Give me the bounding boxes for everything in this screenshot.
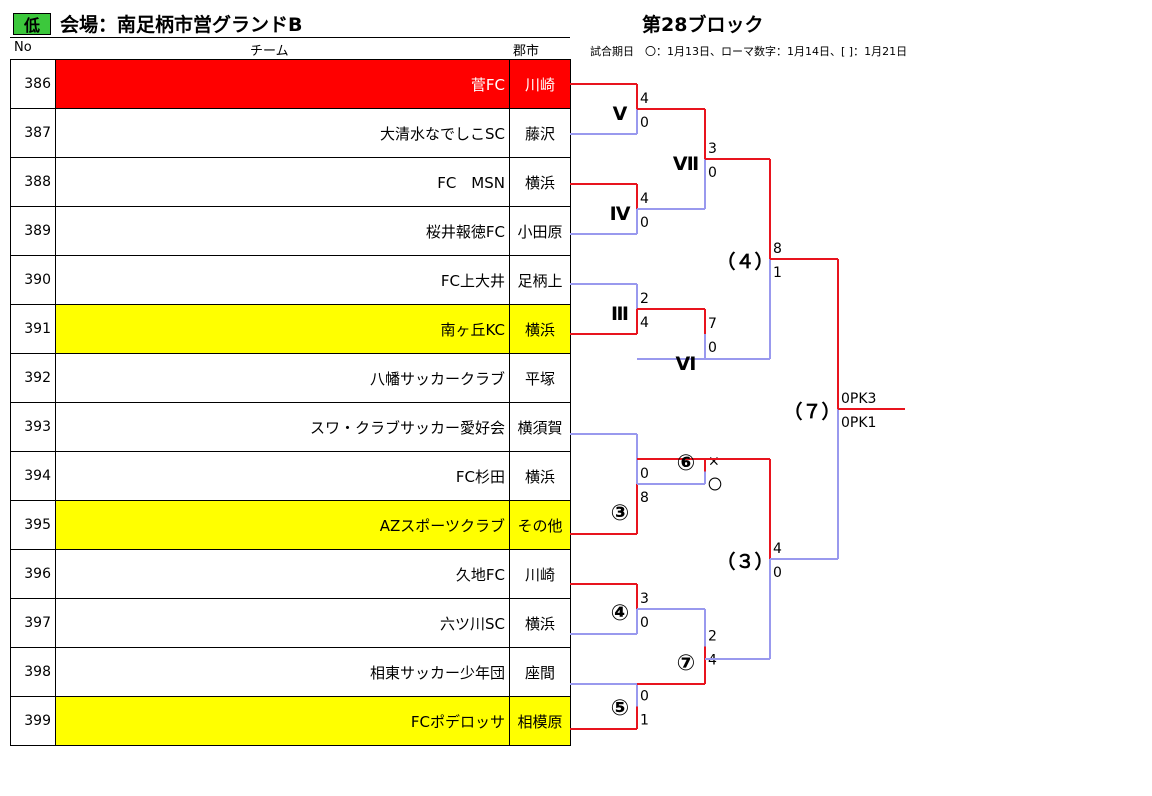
score-bottom: 0 xyxy=(640,215,649,231)
team-city: 横浜 xyxy=(509,451,571,501)
team-number: 399 xyxy=(10,696,56,746)
title-underline xyxy=(10,37,570,38)
score-top: 0PK3 xyxy=(841,391,876,407)
team-number: 394 xyxy=(10,451,56,501)
score-bottom: 0 xyxy=(708,340,717,356)
match-label: Ⅳ xyxy=(610,203,631,225)
match-label: ④ xyxy=(611,601,630,626)
team-city: 小田原 xyxy=(509,206,571,256)
score-top: 7 xyxy=(708,316,717,332)
team-number: 393 xyxy=(10,402,56,452)
team-number: 387 xyxy=(10,108,56,158)
score-bottom: 8 xyxy=(640,490,649,506)
match-label: （７） xyxy=(783,400,840,423)
score-top: 2 xyxy=(708,629,717,645)
score-top: 4 xyxy=(640,91,649,107)
score-top: 4 xyxy=(773,541,782,557)
match-label: ③ xyxy=(611,501,630,526)
team-number: 392 xyxy=(10,353,56,403)
score-bottom: 0PK1 xyxy=(841,415,876,431)
match-label: Ⅵ xyxy=(676,353,697,375)
score-bottom: 1 xyxy=(773,265,782,281)
team-name: スワ・クラブサッカー愛好会 xyxy=(55,402,510,452)
match-label: Ⅴ xyxy=(613,103,628,125)
team-city: 横須賀 xyxy=(509,402,571,452)
score-top: 3 xyxy=(708,141,717,157)
match-label: （４） xyxy=(716,250,773,273)
team-name: FC MSN xyxy=(55,157,510,207)
score-bottom: 〇 xyxy=(708,478,722,494)
column-header-no: No xyxy=(14,40,32,55)
team-name: 六ツ川SC xyxy=(55,598,510,648)
team-name: 菅FC xyxy=(55,59,510,109)
score-bottom: 1 xyxy=(640,713,649,729)
team-number: 397 xyxy=(10,598,56,648)
team-city: 藤沢 xyxy=(509,108,571,158)
match-label: （３） xyxy=(716,550,773,573)
score-top: 2 xyxy=(640,291,649,307)
match-label: ⑤ xyxy=(611,696,630,721)
score-top: 0 xyxy=(640,466,649,482)
team-city: その他 xyxy=(509,500,571,550)
team-city: 横浜 xyxy=(509,598,571,648)
team-name: FCポデロッサ xyxy=(55,696,510,746)
score-bottom: 4 xyxy=(640,315,649,331)
match-label: Ⅲ xyxy=(611,303,629,325)
column-header-city: 郡市 xyxy=(513,44,540,59)
team-number: 388 xyxy=(10,157,56,207)
score-bottom: 0 xyxy=(640,615,649,631)
block-title: 第28ブロック xyxy=(642,14,764,36)
score-top: × xyxy=(708,454,720,470)
score-top: 4 xyxy=(640,191,649,207)
score-bottom: 0 xyxy=(773,565,782,581)
match-label: ⑥ xyxy=(677,451,696,476)
team-number: 386 xyxy=(10,59,56,109)
column-header-team: チーム xyxy=(250,44,289,59)
team-name: FC上大井 xyxy=(55,255,510,305)
level-badge: 低 xyxy=(13,13,51,35)
score-bottom: 4 xyxy=(708,653,717,669)
score-bottom: 0 xyxy=(640,115,649,131)
team-city: 足柄上 xyxy=(509,255,571,305)
match-date-note: 試合期日 〇：1月13日、ローマ数字：1月14日、[ ]：1月21日 xyxy=(590,45,908,58)
team-city: 横浜 xyxy=(509,157,571,207)
match-label: Ⅶ xyxy=(673,153,699,175)
team-city: 座間 xyxy=(509,647,571,697)
team-number: 389 xyxy=(10,206,56,256)
team-number: 390 xyxy=(10,255,56,305)
team-city: 相模原 xyxy=(509,696,571,746)
team-name: 南ヶ丘KC xyxy=(55,304,510,354)
score-bottom: 0 xyxy=(708,165,717,181)
team-name: 桜井報徳FC xyxy=(55,206,510,256)
team-city: 横浜 xyxy=(509,304,571,354)
team-name: AZスポーツクラブ xyxy=(55,500,510,550)
score-top: 3 xyxy=(640,591,649,607)
venue-title: 会場：南足柄市営グランドB xyxy=(60,14,303,36)
score-top: 8 xyxy=(773,241,782,257)
match-label: ⑦ xyxy=(677,651,696,676)
score-top: 0 xyxy=(640,689,649,705)
team-city: 川崎 xyxy=(509,59,571,109)
